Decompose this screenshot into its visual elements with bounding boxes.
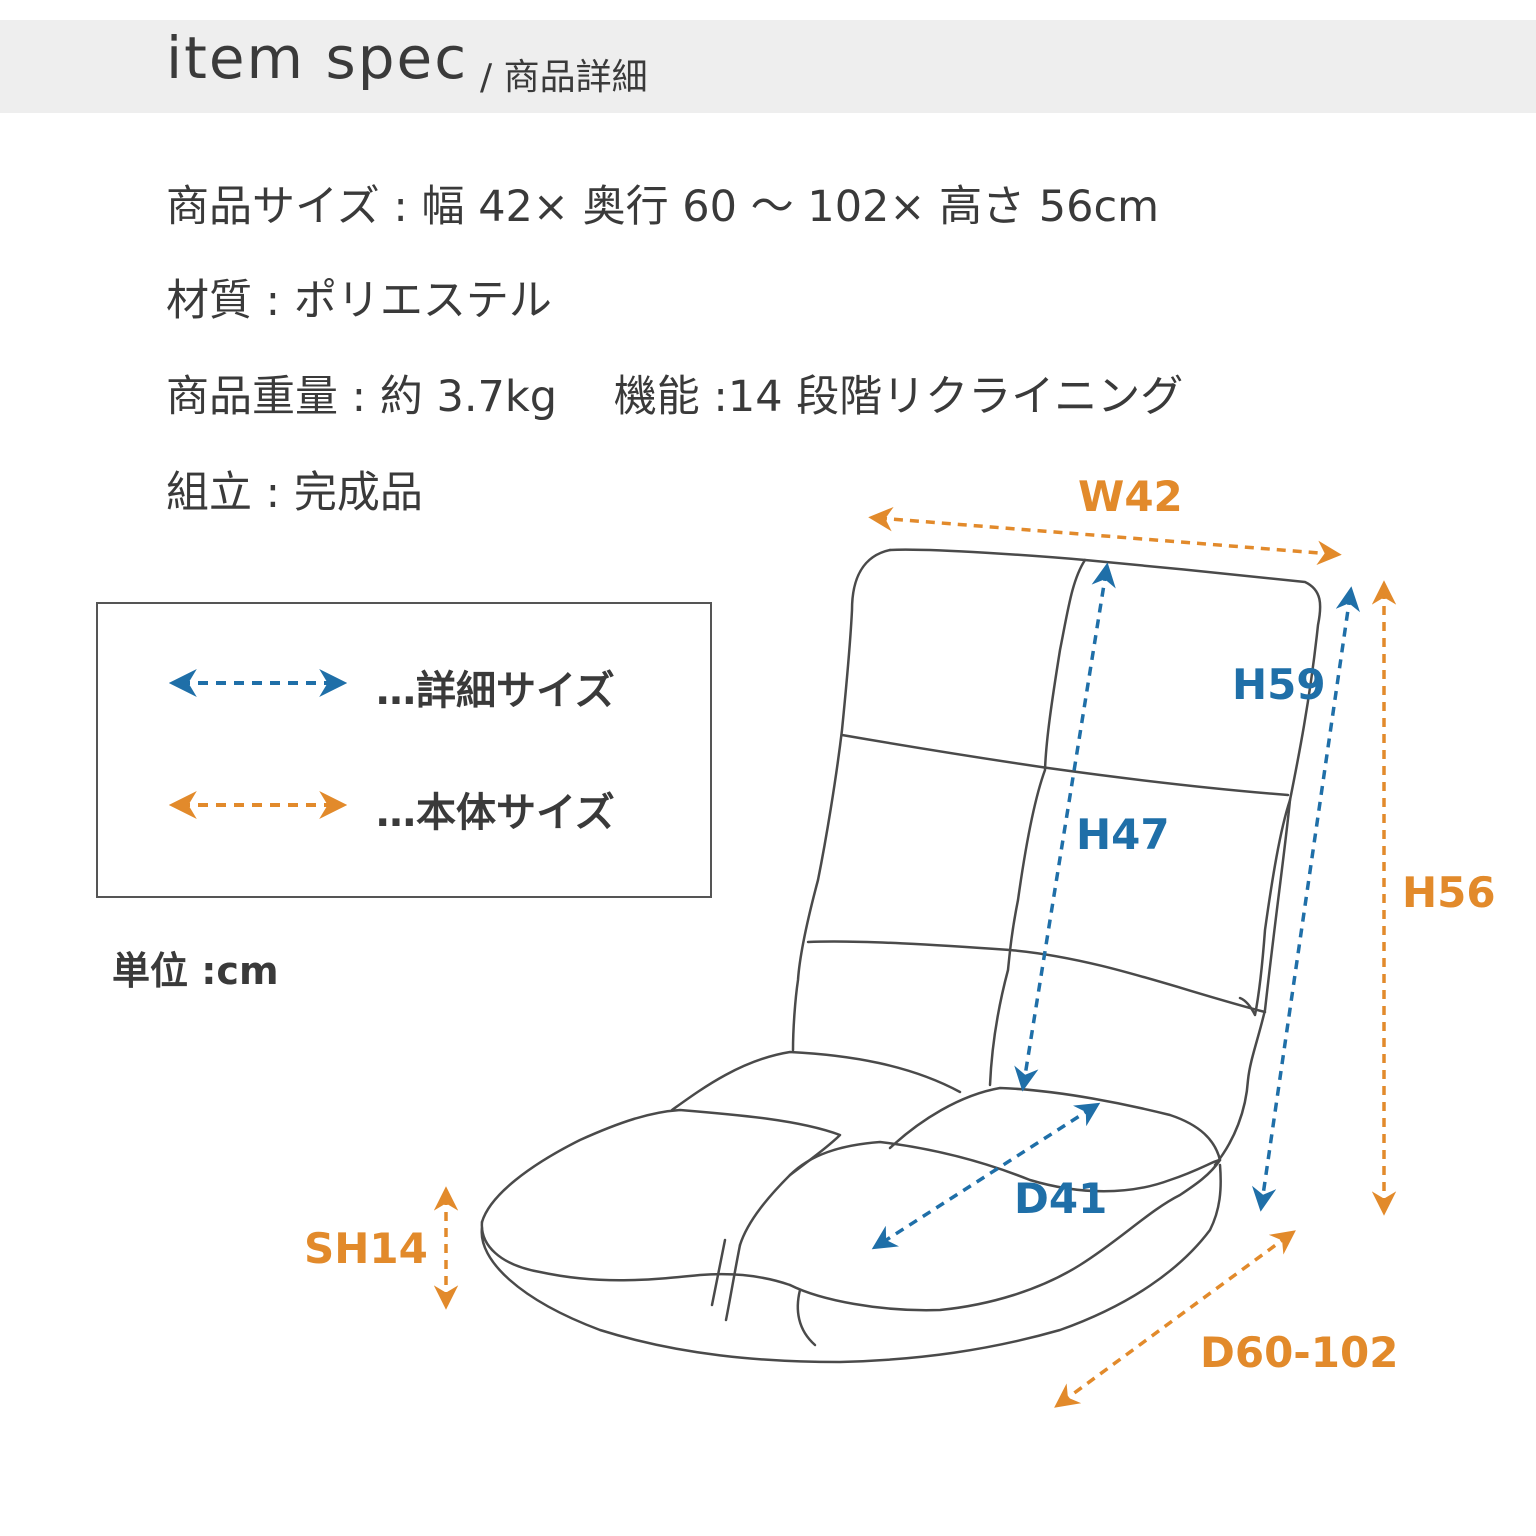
h47-label: H47 (1076, 810, 1170, 859)
legend-body-label: …本体サイズ (376, 790, 615, 836)
unit-label: 単位 :cm (112, 949, 279, 993)
chair-outline (480, 548, 1322, 1364)
w42-arrow (868, 506, 1342, 566)
spec-size: 商品サイズ : 幅 42× 奥行 60 ～ 102× 高さ 56cm (166, 182, 1160, 232)
spec-material: 材質 : ポリエステル (166, 276, 552, 326)
h59-label: H59 (1232, 660, 1326, 709)
w42-label: W42 (1078, 472, 1183, 521)
header-band (0, 20, 1536, 113)
d60-arrow (1054, 1230, 1296, 1408)
sh14-label: SH14 (304, 1224, 428, 1273)
spec-assembly: 組立 : 完成品 (166, 468, 423, 518)
h47-arrow (1014, 562, 1116, 1092)
d60-label: D60-102 (1200, 1328, 1399, 1377)
d41-arrow (871, 1102, 1101, 1250)
d41-label: D41 (1014, 1174, 1108, 1223)
h59-arrow (1251, 586, 1361, 1212)
legend-detail-label: …詳細サイズ (376, 668, 615, 714)
page-subtitle: / 商品詳細 (480, 57, 648, 98)
legend-box (96, 602, 712, 898)
page-title: item spec (166, 24, 469, 92)
spec-weight-function: 商品重量 : 約 3.7kg 機能 :14 段階リクライニング (166, 372, 1184, 422)
h56-label: H56 (1402, 868, 1496, 917)
